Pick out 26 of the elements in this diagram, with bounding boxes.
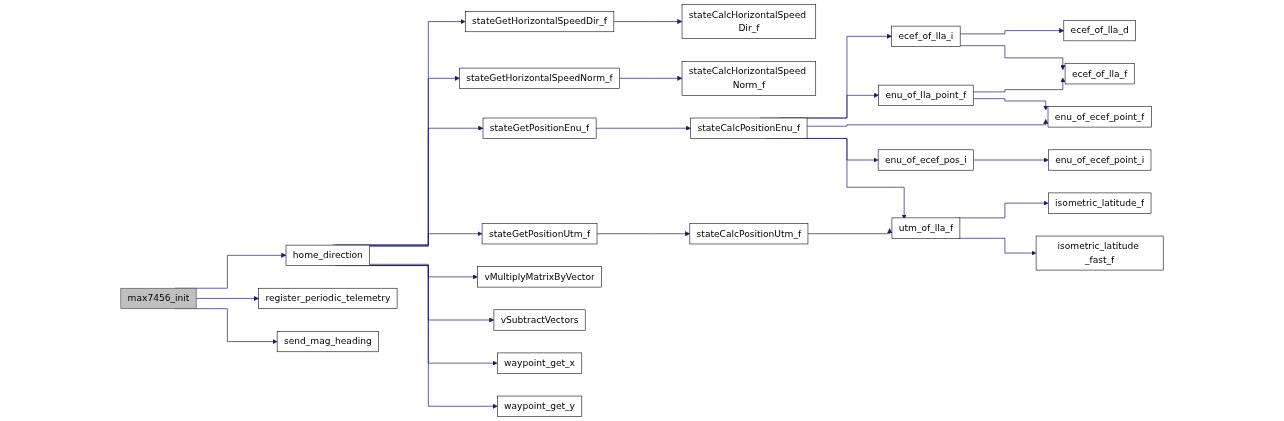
node-box: max7456_init <box>120 287 197 309</box>
node-box: stateCalcHorizontalSpeed Norm_f <box>681 61 817 96</box>
node-box: stateGetHorizontalSpeedNorm_f <box>459 67 620 89</box>
node-box: enu_of_ecef_pos_i <box>877 149 974 171</box>
node-box: stateGetHorizontalSpeedDir_f <box>464 11 615 33</box>
node-box: utm_of_lla_f <box>891 217 961 239</box>
node-box: waypoint_get_x <box>497 352 583 374</box>
node-box: vMultiplyMatrixByVector <box>477 266 602 288</box>
node-box: vSubtractVectors <box>493 309 586 331</box>
node-box: ecef_of_lla_d <box>1063 20 1136 42</box>
node-box: stateCalcPositionUtm_f <box>689 223 809 245</box>
node-box: stateGetPositionEnu_f <box>482 117 597 139</box>
node-box: ecef_of_lla_f <box>1064 63 1135 85</box>
node-box: isometric_latitude_f <box>1048 192 1152 214</box>
node-box: ecef_of_lla_i <box>891 25 961 47</box>
node-box: enu_of_ecef_point_f <box>1047 106 1152 128</box>
node-box: isometric_latitude _fast_f <box>1035 235 1164 271</box>
node-box: waypoint_get_y <box>497 395 583 417</box>
node-box: home_direction <box>285 244 370 266</box>
node-box: stateGetPositionUtm_f <box>481 223 598 245</box>
node-box: enu_of_lla_point_f <box>878 84 974 106</box>
node-box: stateCalcHorizontalSpeed Dir_f <box>681 4 817 39</box>
node-box: send_mag_heading <box>276 331 379 353</box>
node-box: stateCalcPositionEnu_f <box>690 117 808 139</box>
node-box: enu_of_ecef_point_i <box>1048 149 1152 171</box>
node-box: register_periodic_telemetry <box>258 287 398 309</box>
